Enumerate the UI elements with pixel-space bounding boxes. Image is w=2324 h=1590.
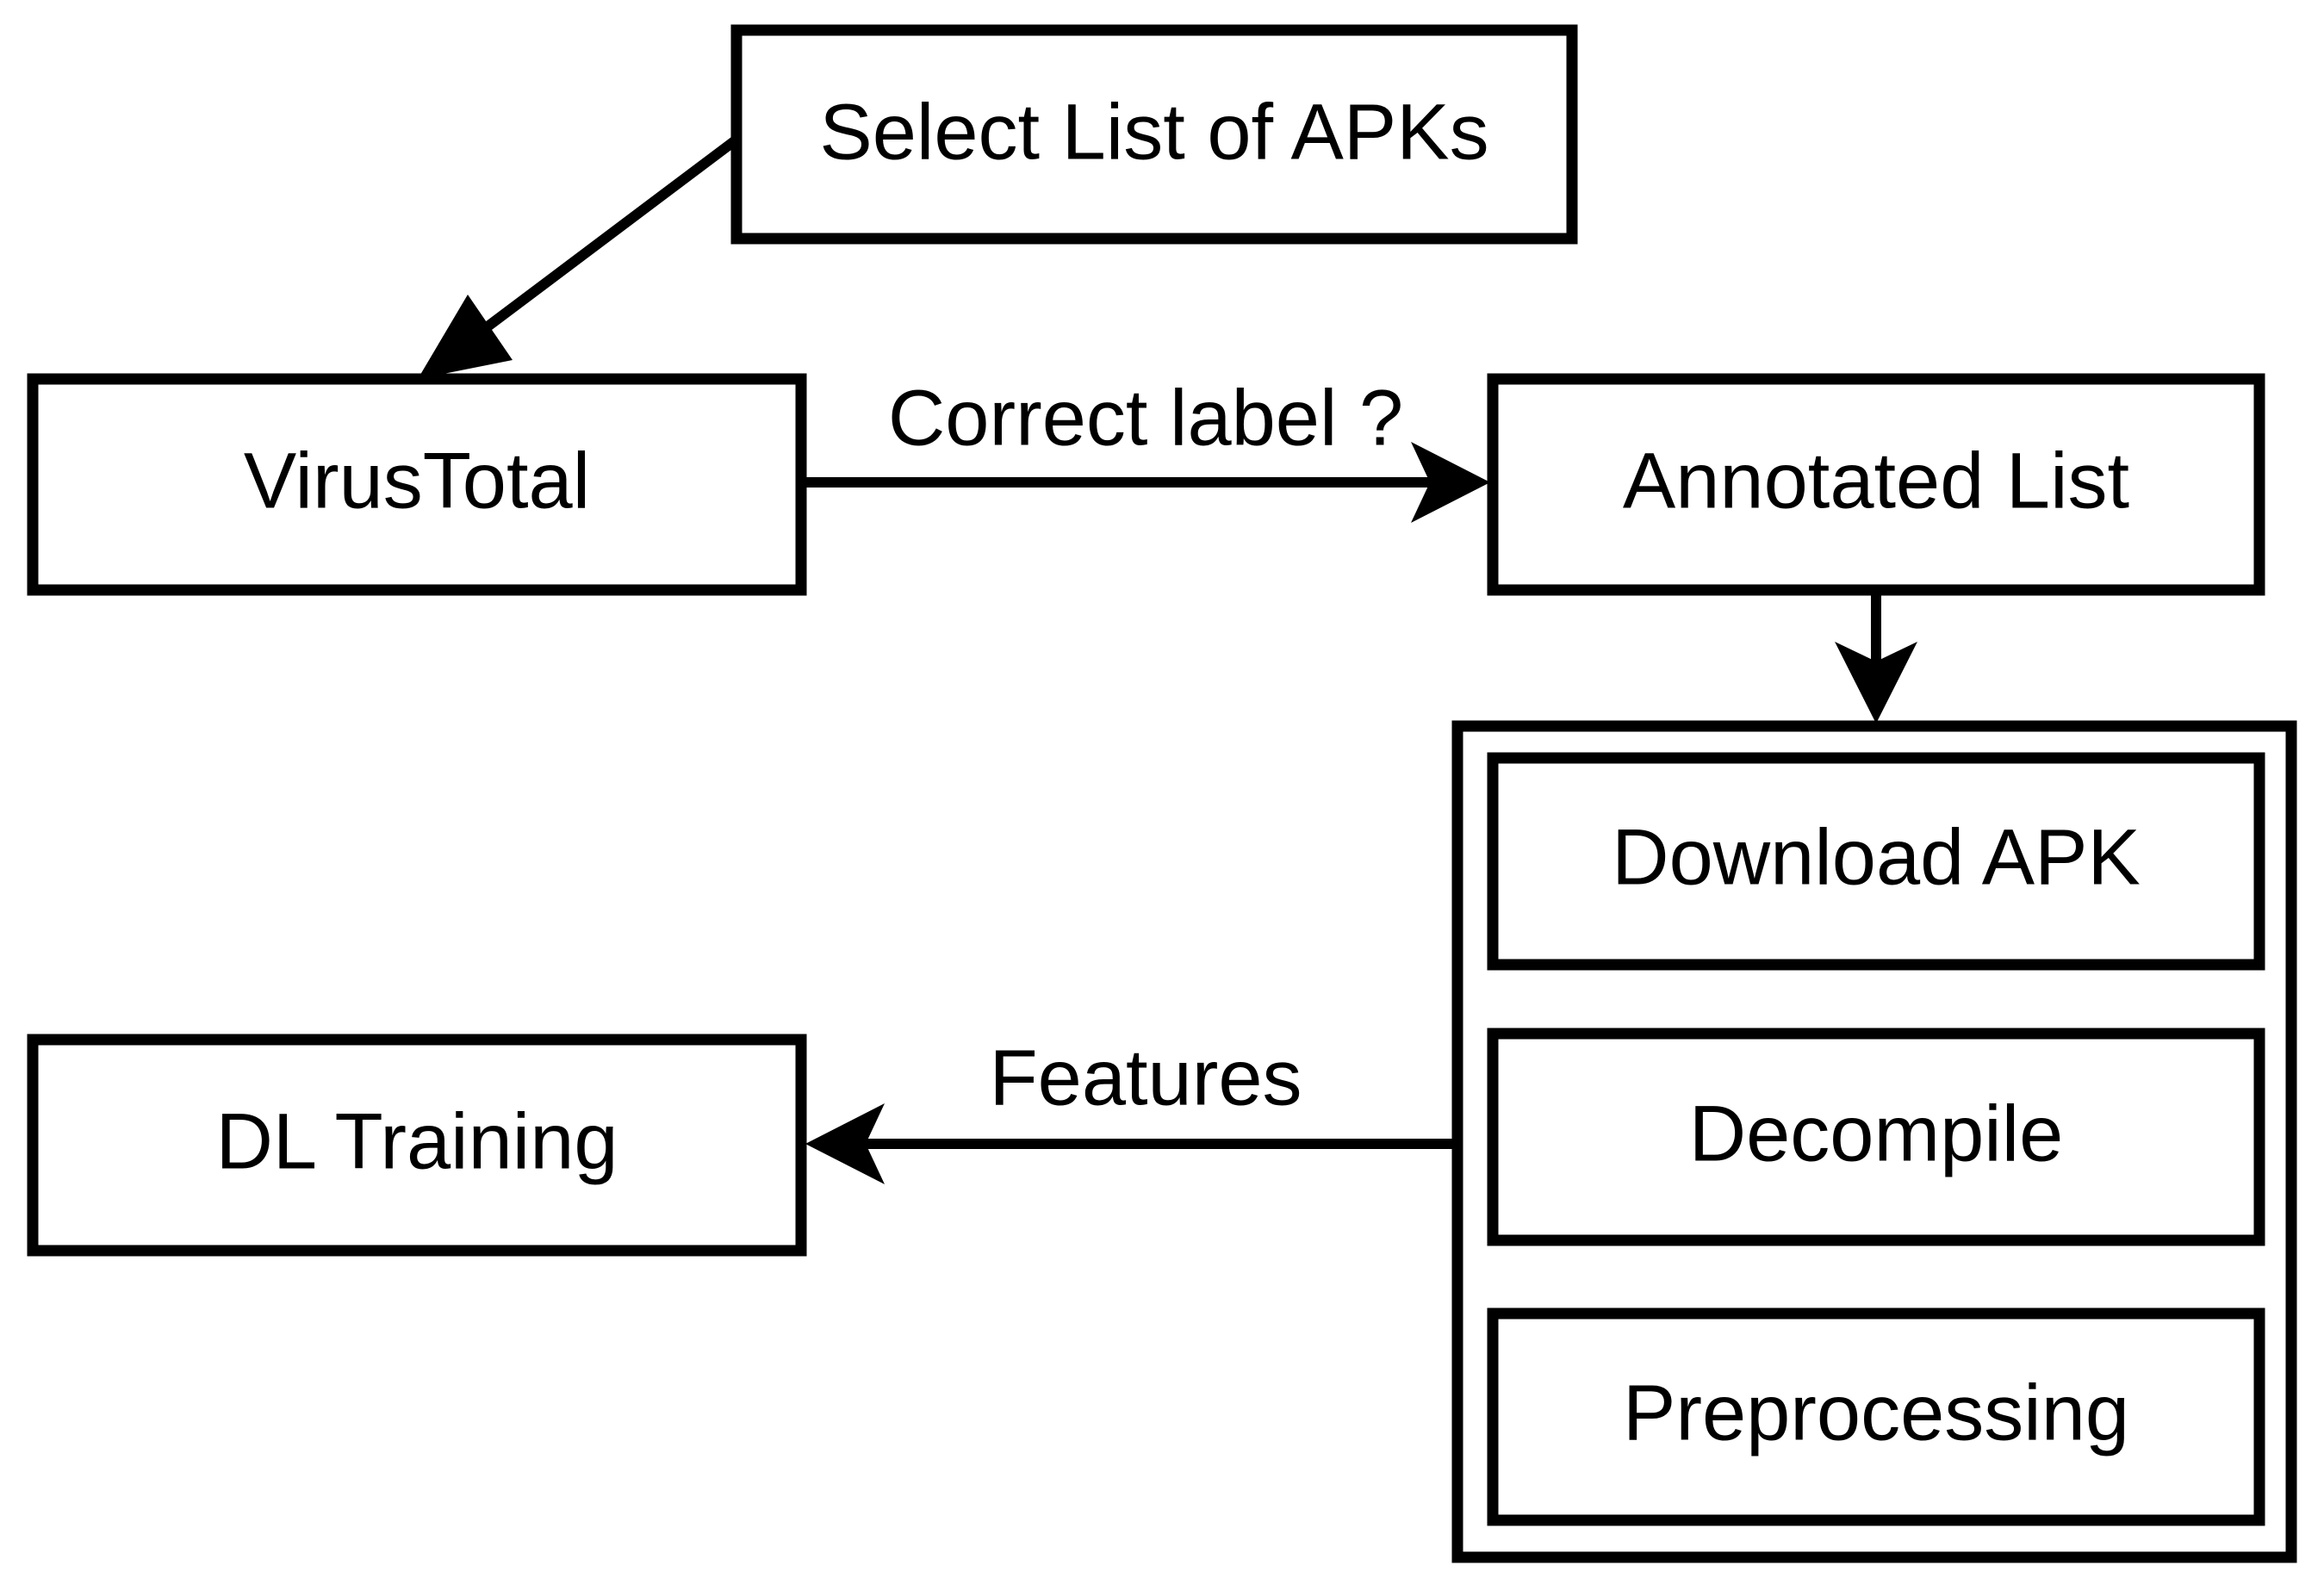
node-annotated-list: Annotated List [1487, 373, 2265, 596]
edge-label-features: Features [989, 1034, 1302, 1121]
node-preprocessing-box [1487, 1307, 2265, 1526]
edge-pipeline-to-training-arrowhead [805, 1103, 885, 1184]
edge-pipeline-to-training: Features [805, 1034, 1456, 1184]
node-dl-training: DL Training [27, 1034, 807, 1257]
node-decompile-label: Decompile [1689, 1090, 2064, 1177]
node-select-list: Select List of APKs [730, 24, 1578, 245]
node-decompile: Decompile [1487, 1028, 2265, 1246]
node-annotated-list-label: Annotated List [1623, 437, 2129, 525]
node-decompile-box [1487, 1028, 2265, 1246]
node-annotated-list-box [1487, 373, 2265, 596]
node-download-apk-label: Download APK [1612, 813, 2141, 901]
node-dl-training-label: DL Training [215, 1097, 618, 1185]
node-download-apk-box [1487, 752, 2265, 971]
node-virustotal-label: VirusTotal [244, 437, 590, 525]
edge-label-correct-label: Correct label ? [888, 374, 1403, 462]
node-dl-training-box [27, 1034, 807, 1257]
node-download-apk: Download APK [1487, 752, 2265, 971]
node-preprocessing-label: Preprocessing [1623, 1369, 2129, 1456]
edge-select-to-virustotal [418, 135, 740, 379]
edge-virustotal-to-annotated: Correct label ? [801, 374, 1490, 523]
edge-annotated-to-pipeline-arrowhead [1835, 642, 1917, 724]
node-virustotal: VirusTotal [27, 373, 807, 596]
node-virustotal-box [27, 373, 807, 596]
edge-select-to-virustotal-arrowhead [418, 295, 513, 379]
edge-virustotal-to-annotated-arrowhead [1411, 442, 1490, 523]
edge-select-to-virustotal-line [449, 135, 740, 357]
pipeline-group: Download APK Decompile Preprocessing [1451, 720, 2297, 1563]
node-select-list-box [730, 24, 1578, 245]
node-preprocessing: Preprocessing [1487, 1307, 2265, 1526]
edge-annotated-to-pipeline [1835, 592, 1917, 724]
node-select-list-label: Select List of APKs [819, 88, 1488, 176]
